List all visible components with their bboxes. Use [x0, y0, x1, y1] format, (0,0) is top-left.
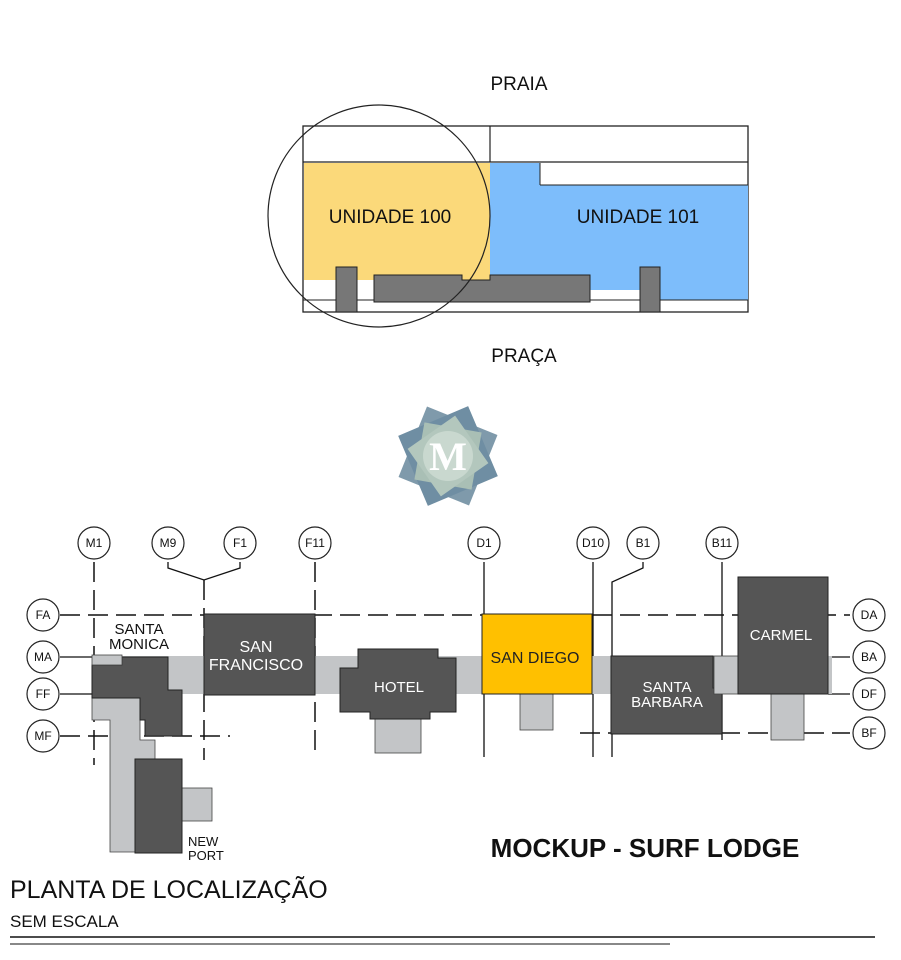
grid-bubble-ma: MA: [26, 640, 60, 674]
grid-bubble-df: DF: [852, 677, 886, 711]
grid-bubbles-right: DA BA DF BF: [852, 598, 886, 750]
title-block: MOCKUP - SURF LODGE PLANTA DE LOCALIZAÇÃ…: [10, 833, 875, 945]
san-diego-annex: [519, 693, 554, 731]
svg-text:FA: FA: [36, 608, 51, 622]
grid-bubble-da: DA: [852, 598, 886, 632]
unit-101-area: [490, 163, 748, 300]
svg-text:DA: DA: [861, 608, 878, 622]
service-block-right: [639, 266, 661, 313]
svg-text:BA: BA: [861, 650, 877, 664]
hotel-label: HOTEL: [374, 679, 424, 696]
grid-bubble-bf: BF: [852, 716, 886, 750]
service-corridor: [373, 274, 591, 303]
hotel-building: [339, 648, 457, 720]
svg-text:D10: D10: [582, 536, 604, 550]
carmel-building: [737, 576, 829, 695]
square-label: PRAÇA: [491, 346, 557, 367]
grid-bubble-mf: MF: [26, 719, 60, 753]
san-diego-building: [481, 613, 593, 695]
grid-bubble-d10: D10: [576, 526, 610, 560]
grid-bubble-ba: BA: [852, 640, 886, 674]
grid-bubble-m1: M1: [77, 526, 111, 560]
site-buildings: [91, 576, 832, 854]
santa-monica-roof-light: [91, 654, 123, 666]
star-logo-icon: M: [398, 406, 498, 506]
unit-100-label: UNIDADE 100: [329, 207, 452, 228]
grid-bubbles-left: FA MA FF MF: [26, 598, 60, 753]
grid-bubble-ff: FF: [26, 677, 60, 711]
detail-callout-circle: [267, 104, 491, 328]
svg-text:MA: MA: [34, 650, 52, 664]
grid-bubble-fa: FA: [26, 598, 60, 632]
carmel-link: [713, 655, 741, 695]
svg-text:B11: B11: [712, 536, 733, 550]
svg-text:B1: B1: [636, 536, 651, 550]
beach-label: PRAIA: [490, 74, 547, 95]
drawing-title: PLANTA DE LOCALIZAÇÃO: [10, 875, 328, 904]
hotel-annex: [374, 716, 422, 754]
grid-bubble-f11: F11: [298, 526, 332, 560]
svg-text:BF: BF: [861, 726, 876, 740]
new-port-annex: [179, 787, 213, 822]
new-port-building: [134, 758, 183, 854]
carmel-label: CARMEL: [750, 627, 813, 644]
unit-101-label: UNIDADE 101: [577, 207, 700, 228]
san-diego-label: SAN DIEGO: [491, 650, 580, 667]
scale-note: SEM ESCALA: [10, 912, 119, 931]
grid-bubble-f1: F1: [223, 526, 257, 560]
logo-letter: M: [429, 434, 467, 479]
svg-text:MF: MF: [34, 729, 51, 743]
grid-bubble-b1: B1: [626, 526, 660, 560]
project-title: MOCKUP - SURF LODGE: [491, 833, 800, 863]
carmel-annex: [770, 693, 805, 741]
svg-text:F11: F11: [305, 536, 325, 550]
unit-detail-plan: PRAIA UNIDADE 100 UNIDADE 101 PRAÇA: [267, 74, 749, 367]
svg-text:FF: FF: [36, 687, 51, 701]
svg-text:D1: D1: [476, 536, 492, 550]
grid-bubble-b11: B11: [705, 526, 739, 560]
grid-bubble-m9: M9: [151, 526, 185, 560]
unit-100-area: [304, 163, 490, 280]
grid-bubble-d1: D1: [467, 526, 501, 560]
grid-bubbles-top: M1 M9 F1 F11 D1 D10 B1 B11: [77, 526, 739, 560]
svg-text:DF: DF: [861, 687, 877, 701]
service-block-left: [335, 266, 358, 313]
san-francisco-building: [203, 613, 316, 696]
svg-text:M9: M9: [160, 536, 177, 550]
svg-text:M1: M1: [86, 536, 103, 550]
svg-text:F1: F1: [233, 536, 247, 550]
